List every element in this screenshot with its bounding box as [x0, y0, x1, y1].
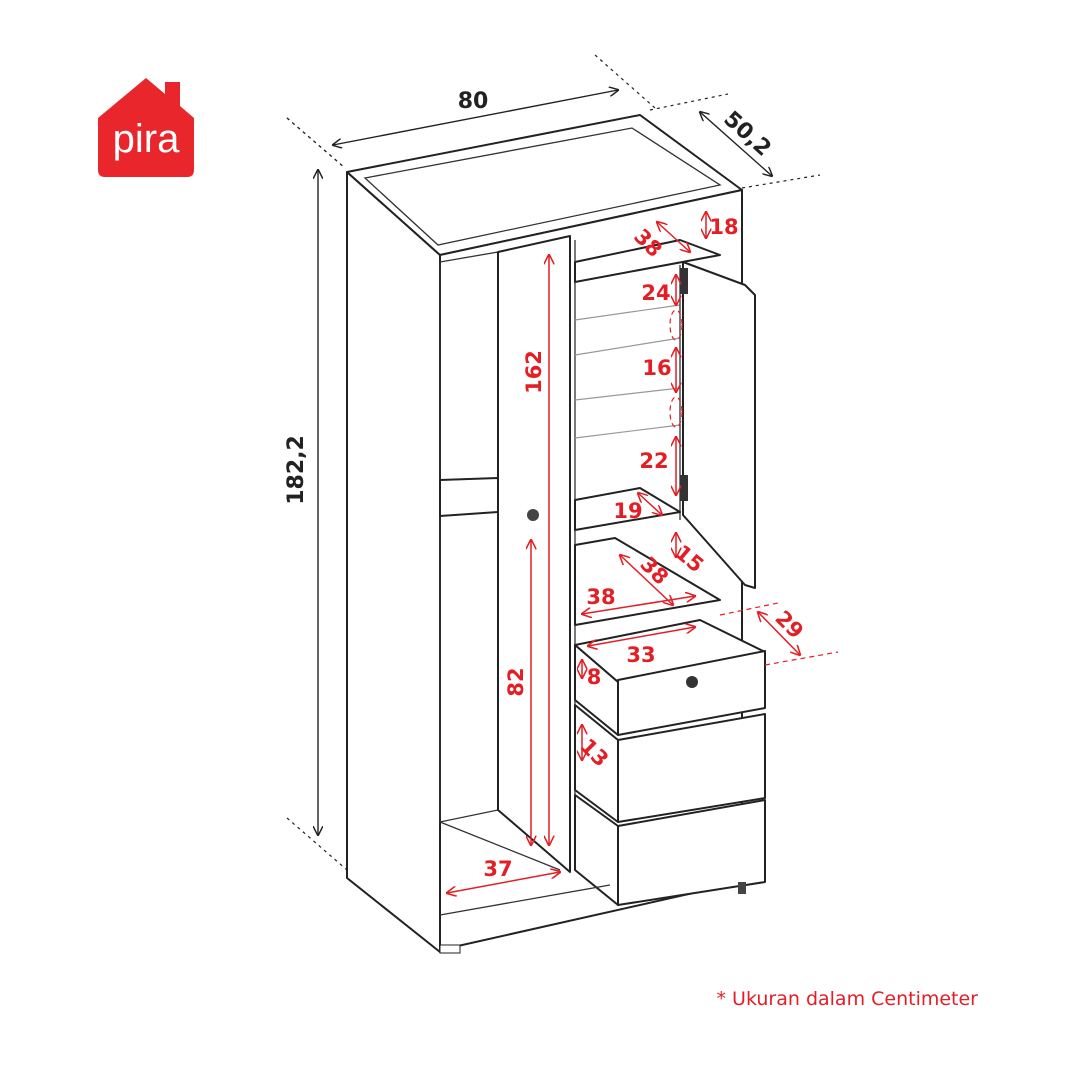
lower-height-label: 82	[504, 667, 528, 696]
shelf-gap-1-label: 24	[641, 281, 670, 305]
drawer-depth-label: 29	[770, 606, 808, 644]
drawer-width-label: 33	[626, 643, 655, 667]
pira-logo: pira	[98, 78, 194, 177]
shelf-gap-3-label: 22	[639, 449, 668, 473]
logo-text: pira	[113, 117, 180, 161]
width-label: 80	[458, 89, 489, 114]
wardrobe-drawing	[346, 114, 766, 954]
units-footnote: * Ukuran dalam Centimeter	[717, 988, 979, 1010]
small-shelf-depth-label: 19	[613, 499, 642, 523]
shelf-gap-2-label: 16	[642, 356, 671, 380]
hanging-height-label: 162	[522, 350, 546, 394]
left-width-label: 37	[483, 857, 512, 881]
top-gap-label: 18	[709, 215, 738, 239]
height-label: 182,2	[284, 435, 309, 505]
drawer-height-1-label: 8	[587, 665, 602, 689]
bottom-shelf-width-label: 38	[586, 585, 615, 609]
